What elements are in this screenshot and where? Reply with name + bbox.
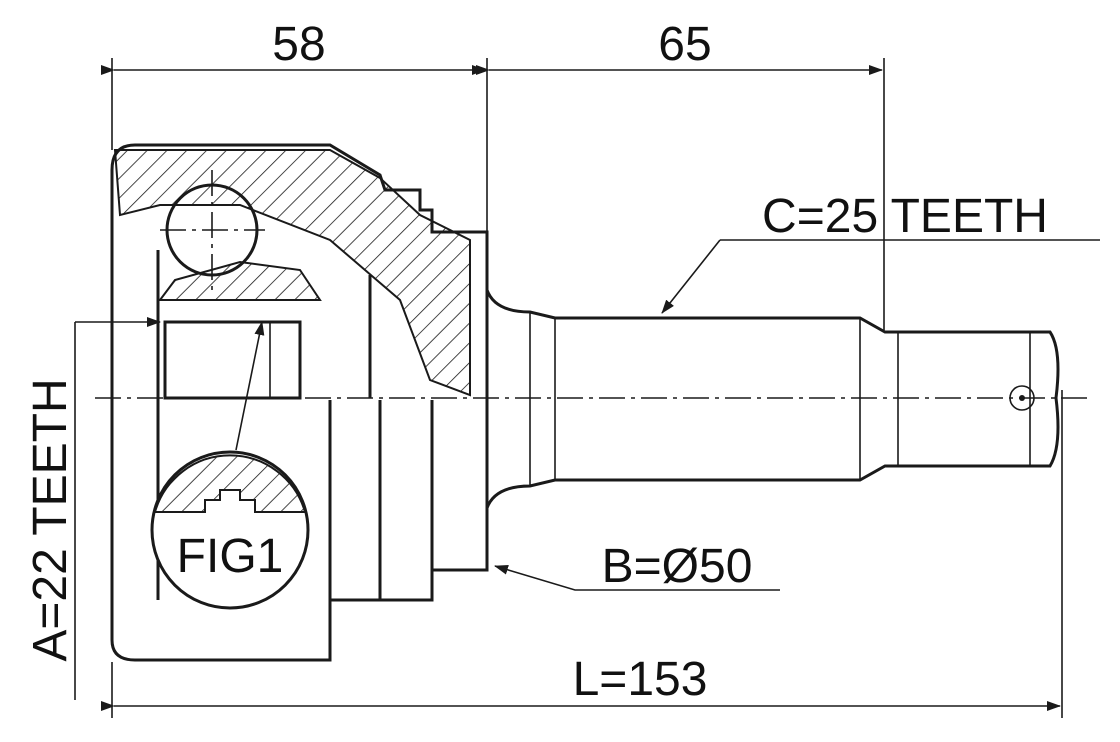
dim-58: 58 [272,18,325,71]
b-diameter-label: B=Ø50 [602,540,753,593]
stub-shaft [485,289,1060,509]
fig1-detail: FIG1 [150,321,310,610]
dim-65: 65 [658,18,711,71]
b-leader [494,564,780,591]
length-label: L=153 [573,653,708,706]
c-leader [661,239,721,314]
c-teeth-label: C=25 TEETH [762,190,1048,243]
outer-housing [110,143,489,662]
extension-lines [111,58,1063,718]
fig1-label: FIG1 [177,530,284,583]
a-teeth-label: A=22 TEETH [24,378,77,661]
dimension-lines [101,65,1061,711]
